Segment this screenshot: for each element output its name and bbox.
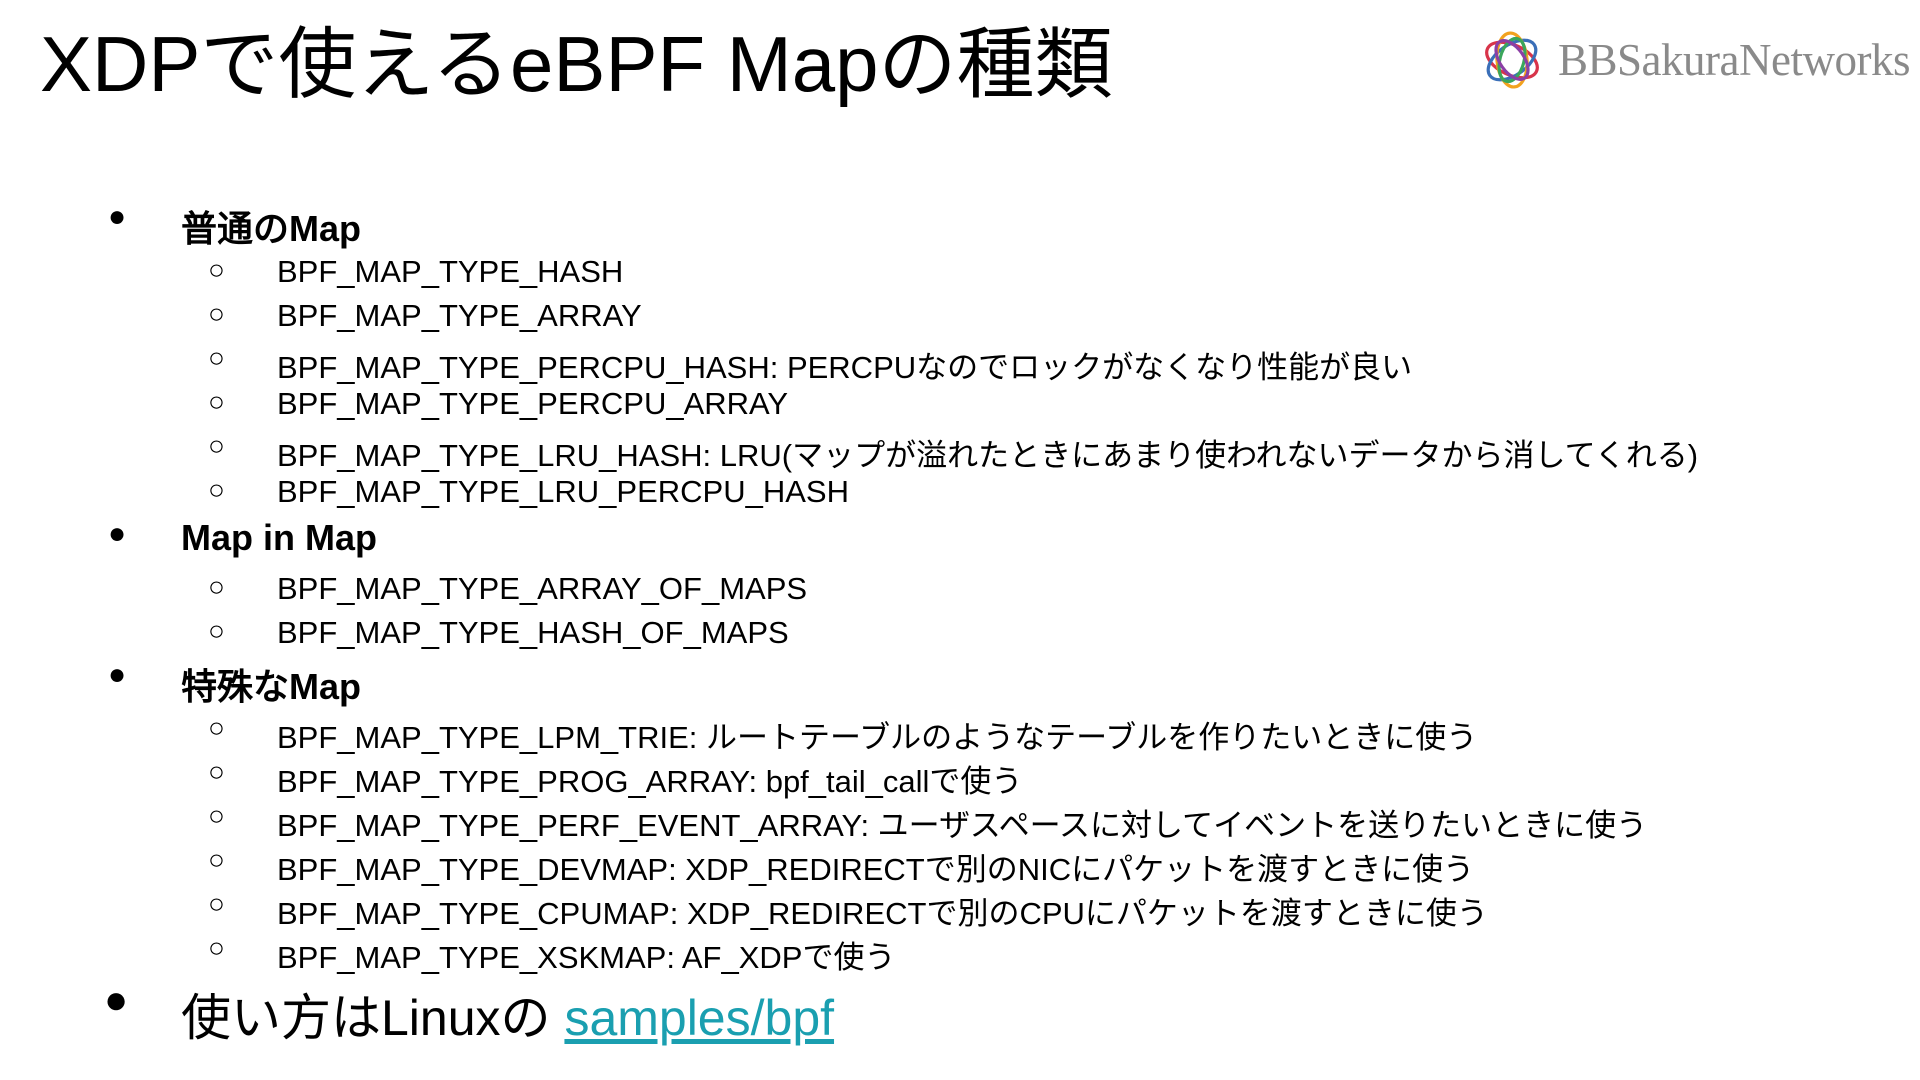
sub-bullet-icon: ○: [208, 254, 225, 285]
sub-bullet-icon: ○: [208, 615, 225, 646]
list-item-text: BPF_MAP_TYPE_DEVMAP: XDP_REDIRECTで別のNICに…: [277, 852, 1475, 887]
bullet-icon: ●: [108, 658, 127, 691]
logo-text: BBSakuraNetworks: [1558, 35, 1910, 85]
bullet-icon: ●: [108, 517, 127, 550]
list-item-text: BPF_MAP_TYPE_PERF_EVENT_ARRAY: ユーザスペースに対…: [277, 808, 1648, 843]
sub-bullet-icon: ○: [208, 888, 225, 919]
sub-bullet-icon: ○: [208, 712, 225, 743]
list-item-text: BPF_MAP_TYPE_HASH_OF_MAPS: [277, 615, 789, 650]
sub-bullet-icon: ○: [208, 342, 225, 373]
sub-bullet-icon: ○: [208, 298, 225, 329]
sub-bullet-icon: ○: [208, 800, 225, 831]
sub-bullet-icon: ○: [208, 571, 225, 602]
sub-bullet-icon: ○: [208, 844, 225, 875]
section-heading: 特殊なMap: [181, 666, 362, 707]
samples-bpf-link[interactable]: samples/bpf: [564, 990, 835, 1046]
sub-bullet-icon: ○: [208, 386, 225, 417]
section-heading: 普通のMap: [181, 208, 362, 249]
usage-note-text-wrapper: 使い方はLinuxの samples/bpf: [181, 978, 834, 1050]
list-item-text: BPF_MAP_TYPE_CPUMAP: XDP_REDIRECTで別のCPUに…: [277, 896, 1488, 931]
company-logo: BBSakuraNetworks: [1476, 22, 1910, 98]
list-item-text: BPF_MAP_TYPE_ARRAY: [277, 298, 642, 333]
sub-bullet-icon: ○: [208, 932, 225, 963]
section-heading: Map in Map: [181, 517, 377, 558]
list-item-text: BPF_MAP_TYPE_LPM_TRIE: ルートテーブルのようなテーブルを作…: [277, 720, 1478, 755]
list-item-text: BPF_MAP_TYPE_PROG_ARRAY: bpf_tail_callで使…: [277, 764, 1023, 799]
list-item-text: BPF_MAP_TYPE_PERCPU_ARRAY: [277, 386, 789, 421]
logo-rings-icon: [1485, 31, 1539, 89]
list-item-text: BPF_MAP_TYPE_ARRAY_OF_MAPS: [277, 571, 808, 606]
sub-bullet-icon: ○: [208, 430, 225, 461]
sub-bullet-icon: ○: [208, 756, 225, 787]
list-item-text: BPF_MAP_TYPE_PERCPU_HASH: PERCPUなのでロックがな…: [277, 350, 1413, 385]
list-item-text: BPF_MAP_TYPE_HASH: [277, 254, 624, 289]
usage-note-text: 使い方はLinuxの: [181, 990, 565, 1046]
list-item-text: BPF_MAP_TYPE_LRU_PERCPU_HASH: [277, 474, 849, 509]
bullet-icon: ●: [104, 978, 129, 1022]
slide-title: XDPで使えるeBPF Mapの種類: [40, 20, 1113, 108]
list-item-text: BPF_MAP_TYPE_XSKMAP: AF_XDPで使う: [277, 940, 896, 975]
bullet-icon: ●: [108, 200, 127, 233]
sub-bullet-icon: ○: [208, 474, 225, 505]
list-item-text: BPF_MAP_TYPE_LRU_HASH: LRU(マップが溢れたときにあまり…: [277, 438, 1699, 473]
